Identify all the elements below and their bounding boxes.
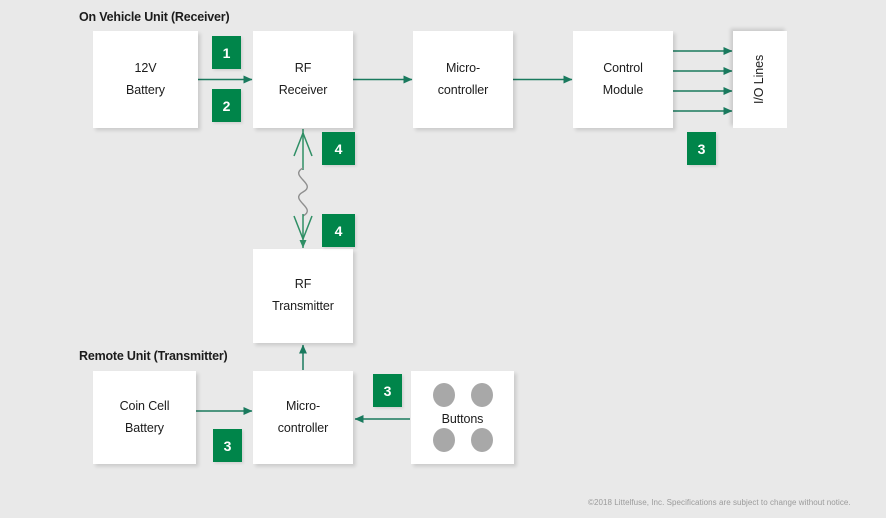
badge-1-battery-to-receiver[interactable]: 1 (212, 36, 241, 69)
node-label-line: RF (294, 277, 312, 292)
rf-wireless-link (293, 129, 313, 248)
node-coin-cell-battery[interactable]: Coin Cell Battery (93, 371, 196, 464)
badge-3-io-lines[interactable]: 3 (687, 132, 716, 165)
node-label-line: I/O Lines (752, 54, 767, 105)
node-io-lines[interactable]: I/O Lines (733, 31, 787, 128)
node-label-line: controller (437, 82, 489, 97)
node-label-line: Micro- (285, 398, 321, 413)
node-label-line: RF (294, 60, 312, 75)
badge-4-transmitter-antenna[interactable]: 4 (322, 214, 355, 247)
button-dot-top-left[interactable] (433, 383, 455, 407)
node-label-line: 12V (134, 60, 157, 75)
node-label-line: Coin Cell (119, 398, 170, 413)
badge-4-receiver-antenna[interactable]: 4 (322, 132, 355, 165)
node-microcontroller-vehicle[interactable]: Micro- controller (413, 31, 513, 128)
node-label-line: Micro- (445, 60, 481, 75)
node-rf-transmitter[interactable]: RF Transmitter (253, 249, 353, 343)
section-label-on-vehicle-unit: On Vehicle Unit (Receiver) (79, 10, 230, 24)
node-label-line: controller (277, 420, 329, 435)
node-12v-battery[interactable]: 12V Battery (93, 31, 198, 128)
node-label-line: Module (602, 82, 644, 97)
rf-wave-icon (297, 167, 309, 217)
badge-2-battery-to-receiver[interactable]: 2 (212, 89, 241, 122)
button-dot-top-right[interactable] (471, 383, 493, 407)
antenna-receiver-icon (293, 129, 313, 170)
button-dot-bottom-right[interactable] (471, 428, 493, 452)
node-rf-receiver[interactable]: RF Receiver (253, 31, 353, 128)
node-label-buttons: Buttons (441, 412, 484, 426)
node-label-line: Transmitter (272, 299, 334, 313)
node-label-line: Battery (126, 82, 165, 97)
badge-3-coin-cell-to-microcontroller[interactable]: 3 (213, 429, 242, 462)
node-label-line: Control (603, 60, 643, 75)
footer-copyright: ©2018 Littelfuse, Inc. Specifications ar… (588, 498, 851, 507)
button-dot-bottom-left[interactable] (433, 428, 455, 452)
badge-3-buttons-to-microcontroller[interactable]: 3 (373, 374, 402, 407)
section-label-remote-unit: Remote Unit (Transmitter) (79, 349, 228, 363)
node-label-line: Battery (125, 420, 164, 435)
node-label-line: Receiver (278, 82, 328, 97)
node-microcontroller-remote[interactable]: Micro- controller (253, 371, 353, 464)
antenna-transmitter-icon (293, 214, 313, 248)
antenna-transmitter-arrowhead-icon (299, 240, 307, 248)
node-buttons[interactable]: Buttons (411, 371, 514, 464)
node-control-module[interactable]: Control Module (573, 31, 673, 128)
